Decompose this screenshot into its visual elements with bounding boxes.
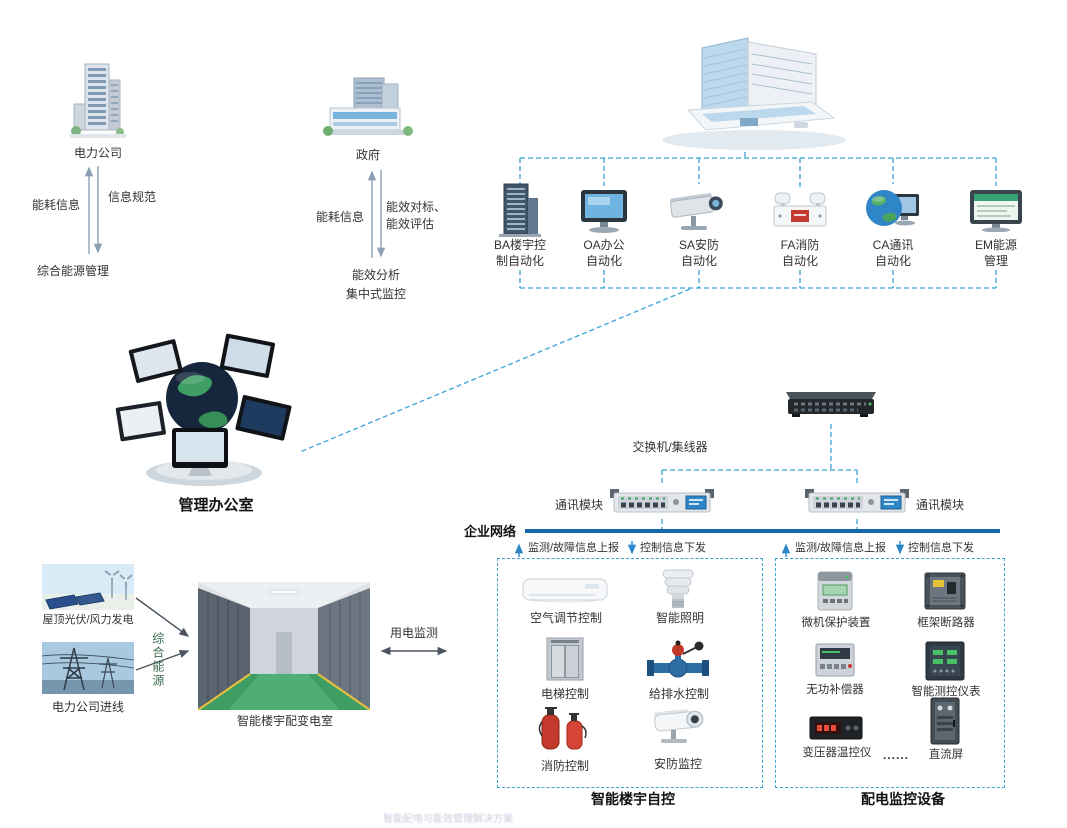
benchmark-label-line2: 能效评估 xyxy=(386,217,435,231)
fa-emergency-light-icon xyxy=(770,190,830,232)
subsystem-label-oa: OA办公 自动化 xyxy=(562,238,646,270)
ellipsis-dots: ...... xyxy=(882,748,909,762)
protection-device-icon xyxy=(816,570,854,612)
subsystem-label-ba: BA楼宇控 制自动化 xyxy=(478,238,562,270)
smart-meter-label: 智能测控仪表 xyxy=(911,686,981,698)
energy-info-label-gov: 能耗信息 xyxy=(315,210,364,224)
comm-module-left-label: 通讯模块 xyxy=(554,498,603,512)
subsystem-label-ba-line1: BA楼宇控 xyxy=(493,238,546,252)
hvac-label: 空气调节控制 xyxy=(529,611,602,625)
pv-wind-image xyxy=(42,564,134,610)
security-label: 安防监控 xyxy=(653,757,702,771)
watermark: 智能配电与能效管理解决方案 xyxy=(383,814,513,825)
dc-panel-icon xyxy=(927,696,963,746)
subsystem-label-em-line1: EM能源 xyxy=(974,238,1017,252)
smart-building-image xyxy=(644,34,852,154)
management-office-label: 管理办公室 xyxy=(178,497,254,514)
compensator-label: 无功补偿器 xyxy=(806,684,864,696)
benchmark-label-line1: 能效对标、 xyxy=(386,200,447,214)
comm-module-right-icon xyxy=(805,486,909,518)
energy-info-label-left: 能耗信息 xyxy=(31,198,80,212)
combined-energy-label: 综合能源 xyxy=(150,632,165,688)
government-label: 政府 xyxy=(355,148,380,162)
power-monitoring-box xyxy=(775,558,1005,788)
substation-room-image xyxy=(198,582,370,710)
switch-hub-label: 交换机/集线器 xyxy=(632,440,708,454)
subsystem-label-ca-line2: 自动化 xyxy=(874,253,911,268)
power-company-building-icon xyxy=(68,60,128,142)
central-monitoring-label: 集中式监控 xyxy=(345,287,406,301)
compensator-icon xyxy=(814,642,856,678)
subsystem-label-ca-line1: CA通讯 xyxy=(872,238,914,252)
switch-icon xyxy=(778,386,884,422)
report-left-label: 监测/故障信息上报 xyxy=(528,542,620,554)
building-automation-box xyxy=(497,558,763,788)
air-conditioner-icon xyxy=(521,576,609,606)
subsystem-label-fa: FA消防 自动化 xyxy=(758,238,842,270)
subsystem-label-fa-line2: 自动化 xyxy=(781,253,818,268)
ca-globe-icon xyxy=(863,184,923,232)
temp-controller-icon xyxy=(808,714,864,742)
subsystem-label-ba-line2: 制自动化 xyxy=(495,253,544,268)
elevator-label: 电梯控制 xyxy=(540,687,589,701)
subsystem-label-oa-line1: OA办公 xyxy=(583,238,625,252)
subsystem-label-fa-line1: FA消防 xyxy=(780,238,820,252)
integrated-energy-mgmt-label: 综合能源管理 xyxy=(36,264,109,278)
info-flow-arrows xyxy=(84,166,386,258)
energy-flow-arrows xyxy=(135,597,448,671)
ba-building-icon xyxy=(497,182,543,238)
water-valve-icon xyxy=(645,638,711,684)
circuit-breaker-label: 框架断路器 xyxy=(917,617,975,629)
grid-towers-image xyxy=(42,642,134,694)
temp-controller-label: 变压器温控仪 xyxy=(802,747,872,759)
water-label: 给排水控制 xyxy=(648,687,709,701)
protection-device-label: 微机保护装置 xyxy=(801,617,871,629)
circuit-breaker-icon xyxy=(922,570,968,612)
comm-module-right-label: 通讯模块 xyxy=(915,498,964,512)
management-office-image xyxy=(112,310,294,496)
government-building-icon xyxy=(320,72,414,144)
enterprise-network-label: 企业网络 xyxy=(463,524,516,539)
control-right-label: 控制信息下发 xyxy=(908,542,974,554)
subsystem-label-oa-line2: 自动化 xyxy=(585,253,622,268)
substation-room-label: 智能楼宇配变电室 xyxy=(236,714,333,728)
grid-incoming-label: 电力公司进线 xyxy=(51,700,124,714)
pv-wind-label: 屋顶光伏/风力发电 xyxy=(42,614,134,626)
lighting-label: 智能照明 xyxy=(655,611,704,625)
subsystem-label-ca: CA通讯 自动化 xyxy=(851,238,935,270)
subsystem-label-em: EM能源 管理 xyxy=(954,238,1038,270)
report-right-label: 监测/故障信息上报 xyxy=(795,542,887,554)
fire-control-label: 消防控制 xyxy=(540,759,589,773)
security-camera-icon xyxy=(645,704,711,750)
report-control-arrows xyxy=(514,541,905,557)
cfl-bulb-icon xyxy=(656,566,700,612)
control-left-label: 控制信息下发 xyxy=(640,542,706,554)
smart-meter-icon xyxy=(924,640,966,682)
comm-module-left-icon xyxy=(610,486,714,518)
power-monitoring-label: 用电监测 xyxy=(389,626,438,640)
subsystem-label-em-line2: 管理 xyxy=(983,253,1008,268)
dc-panel-label: 直流屏 xyxy=(928,749,964,761)
subsystem-label-sa-line1: SA安防 xyxy=(678,238,719,252)
info-standard-label: 信息规范 xyxy=(107,190,156,204)
elevator-icon xyxy=(544,636,586,682)
power-monitoring-caption: 配电监控设备 xyxy=(861,791,945,807)
em-monitor-icon xyxy=(967,188,1025,232)
subsystem-label-sa: SA安防 自动化 xyxy=(657,238,741,270)
sa-camera-icon xyxy=(667,186,731,234)
fire-extinguisher-icon xyxy=(533,702,597,754)
dashed-bus-lines xyxy=(299,152,997,529)
subsystem-label-sa-line2: 自动化 xyxy=(680,253,717,268)
building-automation-caption: 智能楼宇自控 xyxy=(591,791,675,807)
power-company-label: 电力公司 xyxy=(73,146,122,160)
efficiency-analysis-label: 能效分析 xyxy=(351,268,400,282)
oa-monitor-icon xyxy=(578,188,630,234)
